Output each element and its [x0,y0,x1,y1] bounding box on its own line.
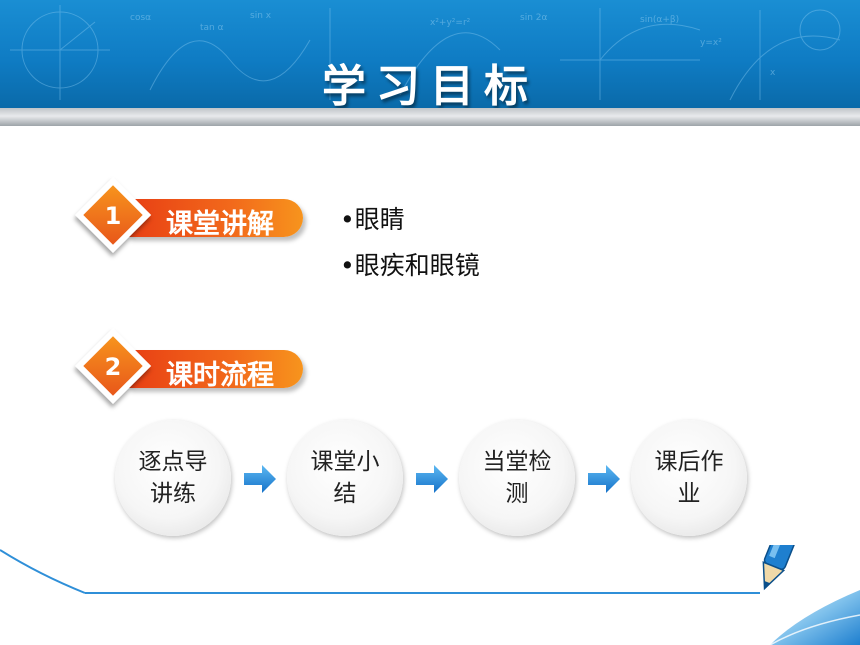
svg-text:tan α: tan α [200,23,224,33]
math-background-decoration: cosα tan α sin x x²+y²=r² sin 2α sin(α+β… [10,5,841,101]
section-badge-process: 课时流程 2 [74,327,310,413]
list-item: •眼疾和眼镜 [340,251,480,280]
svg-text:sin x: sin x [250,11,272,21]
flow-step-label: 逐点导讲练 [138,449,208,507]
pen-and-page-curl-decoration [0,545,860,645]
section-number: 2 [104,353,122,381]
header-divider [0,108,860,126]
flow-step-test[interactable]: 当堂检测 [459,420,575,536]
flow-step-label: 课后作业 [654,449,724,507]
page-title: 学习目标 [322,61,538,108]
section-bar: 课堂讲解 [128,199,303,240]
section-label: 课时流程 [166,360,274,391]
section-bar: 课时流程 [128,350,303,391]
arrow-right-icon [416,465,448,493]
flow-step-label: 当堂检测 [482,449,552,507]
svg-text:y=x²: y=x² [700,38,722,48]
topic-list: •眼睛 •眼疾和眼镜 [340,200,480,292]
section-number: 1 [104,202,122,230]
section-label: 课堂讲解 [166,209,274,240]
section-badge-lecture: 课堂讲解 1 [74,176,310,262]
list-item: •眼睛 [340,205,405,234]
pen-icon [762,545,818,591]
flow-step-practice[interactable]: 逐点导讲练 [115,420,231,536]
arrow-right-icon [244,465,276,493]
svg-text:cosα: cosα [130,13,151,23]
flow-step-label: 课堂小结 [310,449,380,507]
svg-text:x²+y²=r²: x²+y²=r² [430,18,471,28]
svg-text:x: x [770,68,776,78]
header-banner: cosα tan α sin x x²+y²=r² sin 2α sin(α+β… [0,0,860,108]
arrow-right-icon [588,465,620,493]
svg-text:sin 2α: sin 2α [520,13,547,23]
flow-step-summary[interactable]: 课堂小结 [287,420,403,536]
flow-step-homework[interactable]: 课后作业 [631,420,747,536]
svg-text:sin(α+β): sin(α+β) [640,15,679,25]
